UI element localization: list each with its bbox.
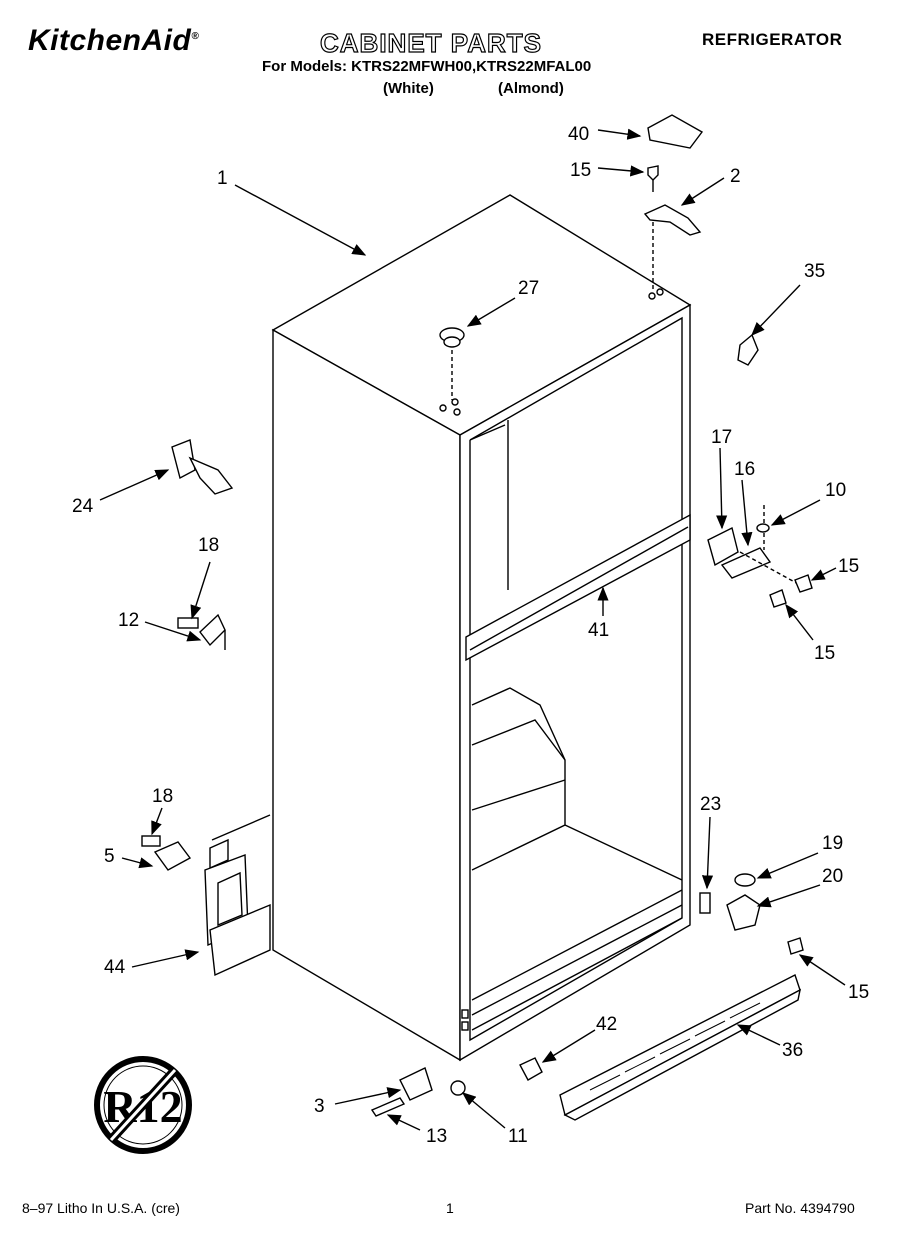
callout-labels: 40 15 2 1 35 27 24 17 16 10 15 18 12 41 … — [72, 124, 869, 1147]
callout-label: 40 — [568, 124, 589, 145]
callout-label: 41 — [588, 620, 609, 641]
callout-label: 10 — [825, 480, 846, 501]
variant-almond: (Almond) — [498, 80, 564, 97]
callout-label: 2 — [730, 166, 741, 187]
no-r12-badge: R12 — [94, 1056, 192, 1154]
callout-label: 1 — [217, 168, 228, 189]
callout-label: 16 — [734, 459, 755, 480]
callout-label: 13 — [426, 1126, 447, 1147]
callout-label: 3 — [314, 1096, 325, 1117]
callout-label: 36 — [782, 1040, 803, 1061]
callout-label: 11 — [508, 1126, 528, 1147]
callout-label: 15 — [848, 982, 869, 1003]
callout-label: 35 — [804, 261, 825, 282]
callout-label: 18 — [198, 535, 219, 556]
callout-label: 15 — [570, 160, 591, 181]
callout-label: 18 — [152, 786, 173, 807]
variant-white: (White) — [383, 80, 434, 97]
callout-label: 19 — [822, 833, 843, 854]
page-title: CABINET PARTS — [319, 27, 542, 58]
callout-label: 27 — [518, 278, 539, 299]
callout-label: 44 — [104, 957, 126, 978]
brand-logo: KitchenAid® — [28, 24, 200, 57]
callout-label: 5 — [104, 846, 115, 867]
callout-label: 17 — [711, 427, 732, 448]
part-number: Part No. 4394790 — [745, 1200, 855, 1216]
appliance-type: REFRIGERATOR — [702, 30, 843, 49]
callout-label: 24 — [72, 496, 94, 517]
callout-label: 42 — [596, 1014, 617, 1035]
models-line: For Models: KTRS22MFWH00,KTRS22MFAL00 — [262, 58, 592, 75]
callout-label: 23 — [700, 794, 721, 815]
callout-label: 20 — [822, 866, 843, 887]
litho-note: 8–97 Litho In U.S.A. (cre) — [22, 1200, 180, 1216]
hinge-cover-part — [647, 114, 704, 149]
callout-label: 15 — [838, 556, 859, 577]
callout-label: 12 — [118, 610, 139, 631]
cabinet-shell — [271, 194, 692, 1062]
page-number: 1 — [446, 1200, 454, 1216]
callout-label: 15 — [814, 643, 835, 664]
